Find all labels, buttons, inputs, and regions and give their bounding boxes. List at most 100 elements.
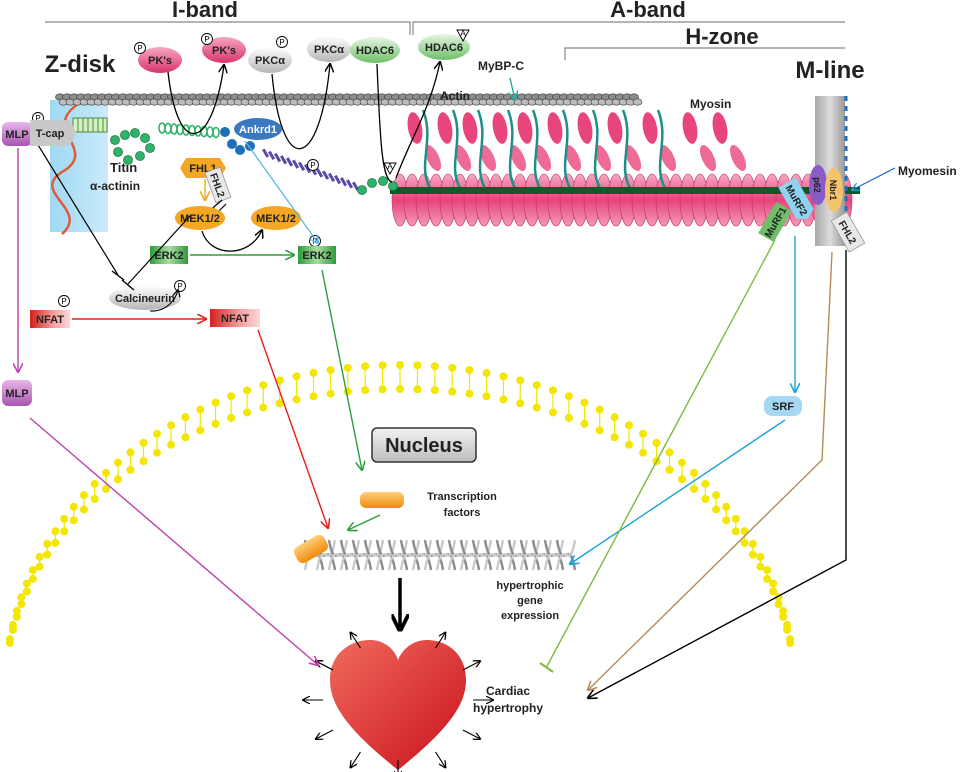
pkca-1: PKCα — [248, 47, 292, 73]
m-line-label: M-line — [795, 57, 864, 84]
srf-to-gene-arrow — [570, 419, 786, 564]
titin-chain — [110, 122, 398, 195]
ankrd1-to-erk2-arrow — [244, 140, 318, 243]
actin-filament — [55, 93, 643, 106]
calcineurin-arrow — [149, 290, 178, 312]
i-band-label: I-band — [172, 0, 238, 22]
mybpc-arrow — [510, 77, 515, 100]
tf-label-line2: factors — [444, 507, 481, 519]
mek-activation-arrow — [201, 230, 262, 252]
nucleus-box: Nucleus — [371, 427, 477, 463]
svg-text:Calcineurin: Calcineurin — [115, 293, 175, 305]
svg-text:Nbr1: Nbr1 — [828, 180, 838, 201]
svg-text:p62: p62 — [812, 177, 822, 193]
svg-text:P: P — [61, 297, 66, 306]
region-brackets — [45, 21, 845, 60]
svg-text:ERK2: ERK2 — [302, 250, 331, 262]
myomesin-label: Myomesin — [898, 164, 957, 178]
svg-text:PKCα: PKCα — [314, 44, 344, 56]
svg-text:MLP: MLP — [5, 129, 28, 141]
titin-label: Titin — [110, 160, 137, 175]
ch-line2: hypertrophy — [473, 701, 543, 715]
mek-1: MEK1/2 — [175, 206, 225, 230]
myosin-label: Myosin — [690, 97, 731, 111]
hge-line2: gene — [517, 595, 543, 607]
fhl2-a: FHL2 — [204, 166, 232, 204]
myomesin-arrow — [852, 167, 896, 190]
h-zone-label: H-zone — [685, 24, 758, 49]
inhibit-bar-1 — [121, 279, 135, 291]
nfat-to-dna-arrow — [257, 329, 328, 528]
z-disk-label: Z-disk — [45, 51, 116, 78]
kinase-arrows — [167, 62, 440, 183]
nfat-2: NFAT — [210, 309, 260, 327]
svg-text:P: P — [279, 38, 284, 47]
signaling-arrows — [29, 236, 847, 698]
svg-text:A: A — [460, 29, 466, 38]
p62: p62 — [809, 165, 827, 205]
svg-text:PKCα: PKCα — [255, 55, 285, 67]
svg-text:P: P — [35, 114, 40, 123]
murf1-inhibit-heart — [545, 239, 776, 669]
hypertrophy-rays — [303, 632, 493, 772]
erk2-to-nucleus-arrow — [321, 269, 362, 470]
mlp-inhibit-calcineurin — [34, 139, 119, 276]
mek-inhibit-calcineurin — [127, 215, 191, 285]
svg-text:P: P — [177, 282, 182, 291]
nuclear-membrane — [5, 361, 795, 647]
fhl2-to-heart-arrow — [588, 250, 847, 698]
heart-icon — [330, 640, 466, 770]
svg-text:MLP: MLP — [5, 388, 28, 400]
svg-text:MEK1/2: MEK1/2 — [180, 213, 220, 225]
hdac6-2: HDAC6 — [418, 34, 470, 60]
erk2-a: ERK2 — [150, 246, 188, 264]
mlp-1: MLP — [2, 122, 32, 146]
inhibit-bar-2 — [111, 270, 125, 281]
tcap: T-cap — [30, 120, 76, 146]
svg-text:Nucleus: Nucleus — [385, 435, 463, 457]
mlp-to-heart-arrow — [29, 417, 318, 665]
svg-text:NFAT: NFAT — [221, 313, 249, 325]
svg-text:PK's: PK's — [212, 45, 236, 57]
svg-text:A: A — [387, 162, 393, 171]
nfat-1: NFAT — [30, 310, 70, 328]
transcription-factor-icon — [360, 492, 404, 508]
svg-text:ERK2: ERK2 — [154, 250, 183, 262]
pkca-2: PKCα — [307, 36, 351, 62]
bound-transcription-factor — [293, 534, 329, 564]
svg-text:P: P — [204, 35, 209, 44]
svg-text:PK's: PK's — [148, 55, 172, 67]
alpha-actinin-label: α-actinin — [90, 179, 140, 193]
calcineurin: Calcineurin — [109, 286, 181, 310]
pks-1: PK's — [138, 47, 182, 73]
svg-text:P: P — [137, 44, 142, 53]
hdac6-1: HDAC6 — [350, 37, 400, 63]
ankrd1: Ankrd1 — [234, 118, 282, 140]
tf-to-dna-arrow — [348, 514, 381, 530]
mek-2: MEK1/2 — [251, 206, 301, 230]
svg-text:MEK1/2: MEK1/2 — [256, 213, 296, 225]
myosin-heads — [407, 109, 747, 189]
tf-label-line1: Transcription — [427, 491, 497, 503]
tcap-stripes — [72, 117, 108, 133]
svg-text:Ankrd1: Ankrd1 — [239, 124, 277, 136]
pks-2: PK's — [202, 37, 246, 63]
dna-helix — [303, 539, 577, 571]
titin-backbone — [390, 187, 860, 194]
svg-text:T-cap: T-cap — [36, 128, 65, 140]
erk2-b: ERK2 — [298, 246, 336, 264]
svg-text:P: P — [310, 161, 315, 170]
hge-line3: expression — [501, 610, 559, 622]
nbr1-to-heart-arrow — [588, 251, 833, 690]
hge-line1: hypertrophic — [496, 580, 563, 592]
ch-line1: Cardiac — [486, 684, 530, 698]
actin-label: Actin — [440, 89, 470, 103]
srf: SRF — [764, 396, 802, 416]
mlp-2: MLP — [2, 380, 32, 406]
svg-text:HDAC6: HDAC6 — [356, 45, 394, 57]
svg-text:SRF: SRF — [772, 401, 794, 413]
mybpc-label: MyBP-C — [478, 59, 524, 73]
a-band-label: A-band — [610, 0, 686, 22]
